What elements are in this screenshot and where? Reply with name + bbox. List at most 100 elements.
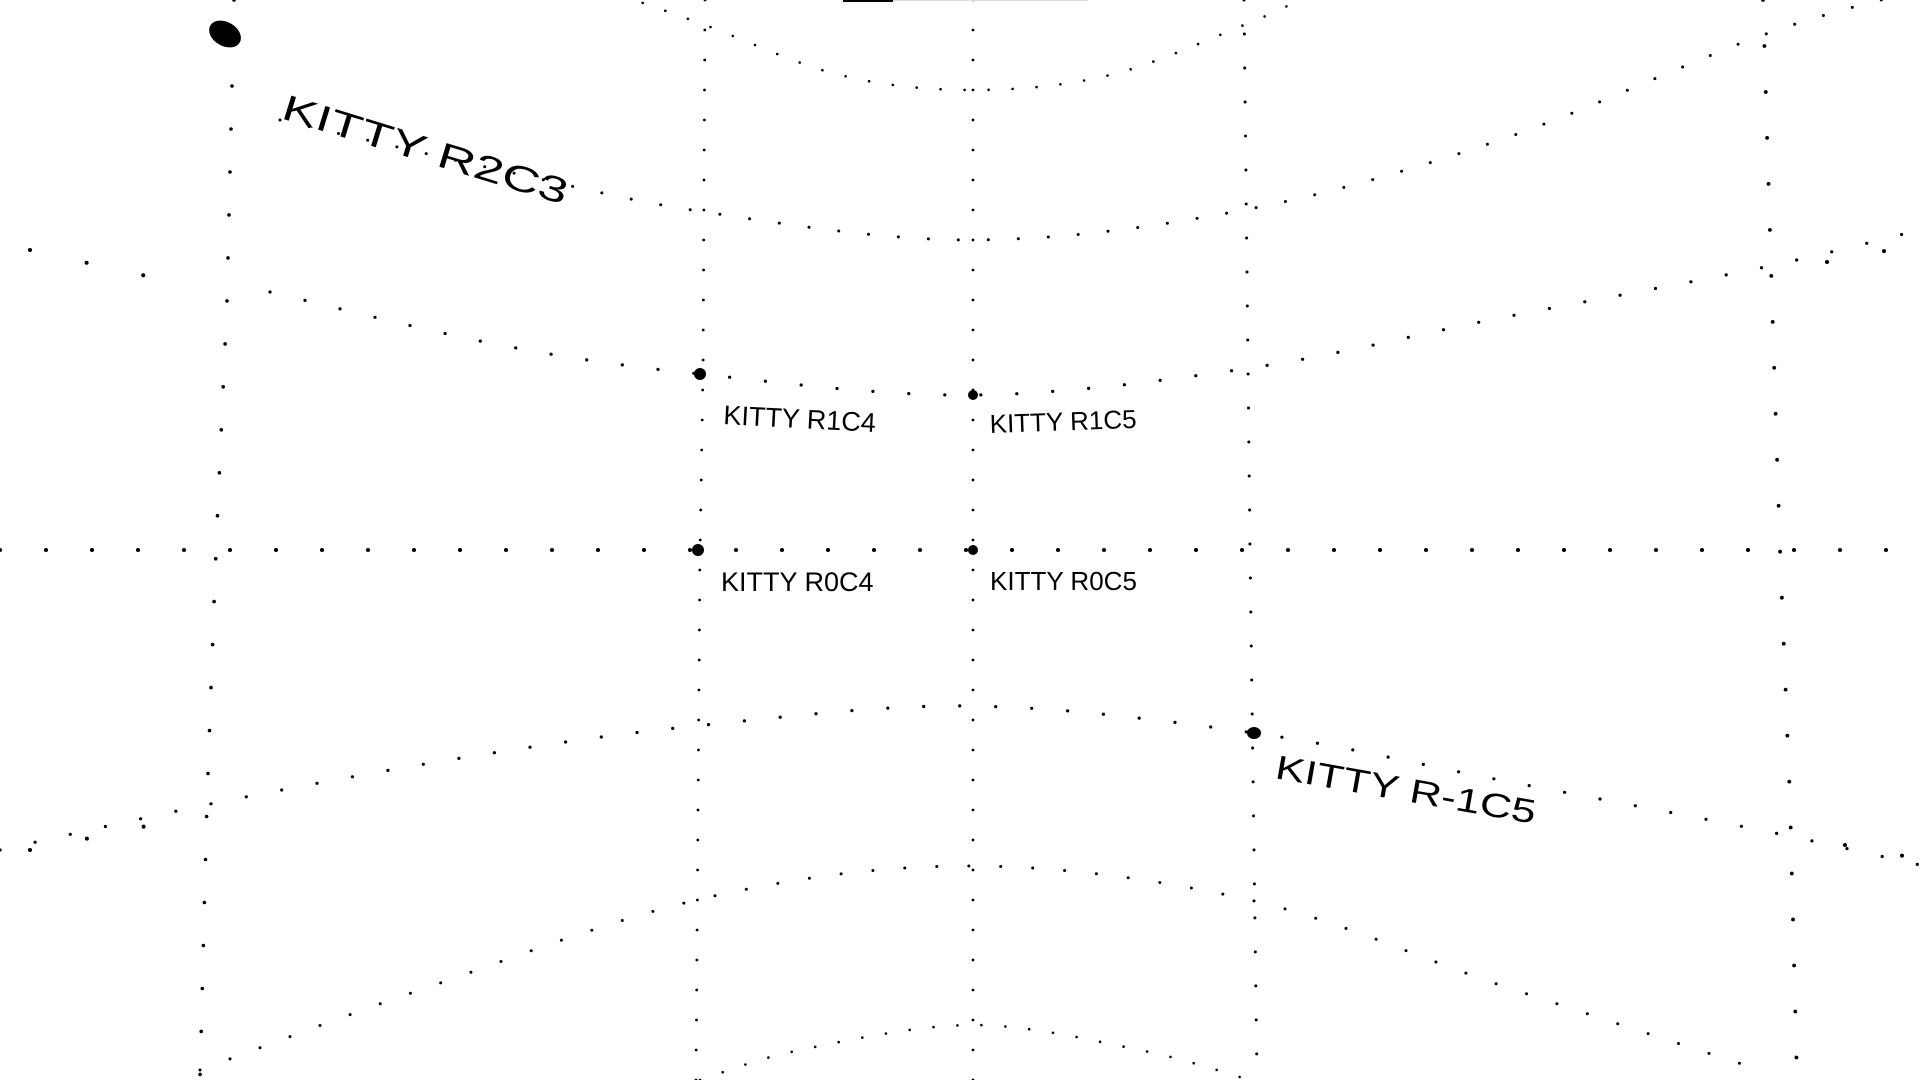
grid-dot [695, 928, 699, 932]
grid-dot [971, 268, 975, 272]
grid-dot [703, 58, 707, 62]
grid-dot [226, 256, 230, 260]
grid-dot [320, 548, 324, 552]
grid-dot [1106, 74, 1109, 77]
grid-dot [84, 260, 89, 265]
grid-dot [1192, 1061, 1195, 1065]
grid-dot [1137, 716, 1141, 720]
grid-dot [1250, 712, 1254, 716]
grid-dot [742, 719, 747, 723]
grid-dot [136, 548, 140, 552]
grid-dot [1791, 917, 1795, 922]
grid-dot [994, 705, 998, 709]
grid-dot [915, 86, 918, 89]
grid-dot [303, 298, 307, 302]
grid-dot [600, 191, 604, 195]
grid-dot [599, 735, 603, 739]
grid-dot [884, 1032, 888, 1035]
marker-r2c3: KITTY R2C3 [209, 20, 574, 213]
grid-dot [839, 872, 843, 876]
grid-dot [696, 868, 699, 872]
grid-dot [1169, 1055, 1172, 1059]
grid-dot [141, 824, 146, 829]
grid-dot [564, 740, 568, 744]
grid-dot [68, 832, 72, 836]
grid-dot [798, 61, 801, 64]
grid-dot [1616, 1022, 1620, 1026]
grid-dot [1428, 161, 1432, 165]
grid-dot [198, 1072, 202, 1077]
grid-dot [1900, 853, 1904, 858]
grid-dot [198, 1068, 202, 1072]
marker-dot [694, 368, 706, 380]
grid-dot [457, 756, 461, 761]
grid-dot [1763, 90, 1768, 94]
grid-dot [590, 928, 594, 932]
grid-dot [469, 970, 473, 974]
grid-dot [1821, 14, 1825, 17]
grid-dot [1516, 548, 1520, 552]
grid-dot [1424, 548, 1428, 552]
vline-c7 [1761, 0, 1799, 1060]
grid-dot [1102, 548, 1106, 552]
grid-dot [141, 273, 146, 278]
grid-dot [695, 958, 699, 962]
grid-dot [971, 628, 975, 632]
grid-dot [1759, 266, 1764, 270]
grid-dot [776, 881, 780, 885]
grid-dot [1059, 83, 1062, 86]
grid-dot [228, 170, 232, 174]
grid-dot [1122, 1045, 1125, 1048]
grid-dot [943, 393, 947, 397]
grid-dot [421, 762, 425, 766]
top-edge-faint-mark [893, 0, 1088, 1]
grid-dot [1265, 363, 1269, 367]
grid-dot [656, 367, 660, 371]
grid-dot [504, 548, 508, 552]
grid-dot [971, 448, 975, 452]
grid-dot [1707, 1051, 1711, 1055]
grid-dot [1342, 185, 1346, 189]
grid-dot [697, 688, 701, 692]
grid-dot [688, 208, 692, 212]
grid-dot [922, 704, 926, 709]
grid-dot [1457, 152, 1461, 156]
marker-label: KITTY R2C3 [278, 87, 574, 213]
grid-dot [1787, 779, 1792, 784]
hline-rm3 [698, 1023, 1241, 1080]
grid-dot [695, 988, 699, 992]
grid-dot [775, 52, 779, 56]
grid-dot [1174, 51, 1178, 55]
grid-dot [971, 808, 975, 812]
grid-dot [1795, 258, 1799, 262]
grid-dot [337, 132, 340, 135]
grid-dot [1485, 142, 1489, 146]
grid-dot [395, 145, 399, 149]
grid-dot [971, 538, 975, 542]
grid-dot [1724, 273, 1728, 277]
grid-dot [1249, 644, 1253, 648]
grid-dot [642, 548, 646, 552]
grid-dot [225, 299, 229, 303]
grid-dot [918, 548, 922, 552]
grid-dot [1704, 817, 1708, 821]
grid-dot [1194, 548, 1198, 552]
grid-dot [408, 323, 412, 328]
grid-dot [1263, 15, 1266, 18]
marker-r1c5: KITTY R1C5 [968, 390, 1137, 439]
grid-dot [1598, 100, 1602, 104]
grid-dot [1209, 725, 1213, 729]
grid-dot [1286, 548, 1290, 552]
grid-dot [278, 118, 282, 122]
grid-dot [664, 9, 667, 13]
grid-dot [549, 352, 553, 356]
grid-dot [1477, 320, 1481, 324]
grid-dot [232, 0, 236, 2]
grid-dot [318, 1024, 322, 1027]
grid-dot [200, 986, 205, 991]
grid-dot [867, 232, 870, 236]
grid-dot [971, 568, 975, 572]
grid-dot [1242, 32, 1246, 36]
grid-dot [696, 808, 700, 812]
marker-label: KITTY R0C5 [990, 566, 1137, 596]
